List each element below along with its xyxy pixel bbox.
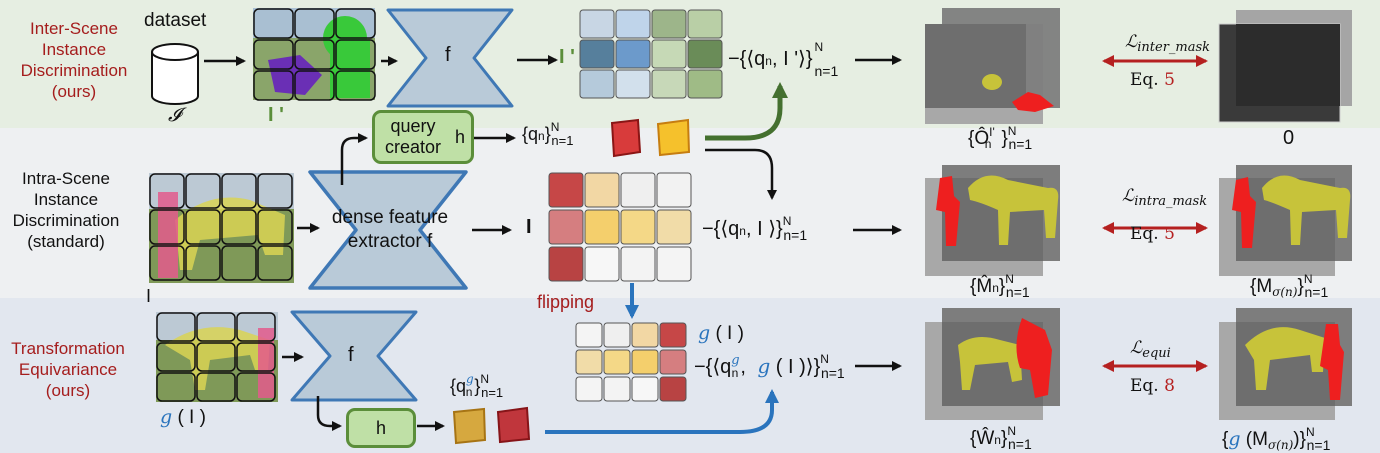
zero-target-label: 0 bbox=[1283, 127, 1295, 149]
encoder-f-top-label: f bbox=[445, 44, 451, 66]
eq-ref-equi: Eq. 8 bbox=[1130, 376, 1175, 396]
queries-middle-label: {qn}Nn=1 bbox=[522, 120, 574, 148]
arrow-flipped-queries-to-equi bbox=[545, 389, 779, 434]
target-mask-middle bbox=[1219, 165, 1352, 276]
mixed-image-label: I ' bbox=[268, 104, 284, 126]
query-tile-red bbox=[610, 118, 642, 158]
predicted-mask-bottom bbox=[925, 308, 1060, 420]
loss-intra-label: ℒintra_mask bbox=[1122, 186, 1208, 209]
flipped-queries-label: {qgn}Nn=1 bbox=[450, 372, 504, 400]
dataset-cylinder-icon bbox=[151, 43, 199, 105]
feature-middle-label: I bbox=[526, 216, 532, 238]
loss-equi-label: ℒequi bbox=[1130, 338, 1171, 361]
eq-ref-inter: Eq. 5 bbox=[1130, 70, 1175, 90]
query-tile-red-flipped bbox=[496, 406, 531, 444]
feature-top-label: I ' bbox=[559, 46, 575, 68]
arrow-queries-to-inter bbox=[705, 82, 788, 141]
encoder-f-bottom bbox=[290, 310, 418, 402]
encoder-f-top bbox=[386, 8, 514, 108]
loss-inter-label: ℒinter_mask bbox=[1125, 32, 1211, 55]
feature-grid-top bbox=[579, 9, 723, 99]
predicted-mask-bottom-label: {Ŵn}Nn=1 bbox=[970, 424, 1032, 452]
flipping-label: flipping bbox=[537, 292, 595, 312]
predicted-mask-middle bbox=[925, 165, 1060, 276]
encoder-f-bottom-label: f bbox=[348, 344, 354, 366]
flipped-image-grid bbox=[156, 312, 278, 402]
target-mask-bottom-label: {g (Mσ(n))}Nn=1 bbox=[1222, 425, 1331, 453]
arrow-encoder-to-h bbox=[316, 396, 342, 431]
eq-ref-intra: Eq. 5 bbox=[1130, 224, 1175, 244]
query-pair-middle: −{⟨qn, I ⟩}Nn=1 bbox=[702, 214, 808, 243]
feature-grid-middle bbox=[548, 172, 692, 282]
dataset-label: dataset bbox=[144, 10, 207, 31]
h-box: h bbox=[346, 408, 416, 448]
flipped-image-label: g ( I ) bbox=[160, 406, 206, 428]
query-tile-yellow bbox=[656, 118, 691, 157]
query-pair-bottom: −{⟨qgn, g ( I )⟩}Nn=1 bbox=[694, 352, 845, 381]
arrow-extractor-to-query-creator bbox=[340, 133, 368, 185]
query-tile-yellow-flipped bbox=[452, 407, 487, 445]
flipped-feature-label: g ( I ) bbox=[698, 322, 744, 344]
feature-grid-flipped bbox=[575, 322, 687, 402]
dataset-symbol: 𝓘 bbox=[168, 104, 181, 126]
input-image-label: I bbox=[146, 286, 152, 306]
arrow-queries-to-intra bbox=[705, 148, 777, 200]
input-image-grid bbox=[149, 173, 294, 283]
dense-feature-extractor bbox=[308, 170, 468, 290]
target-mask-bottom bbox=[1219, 308, 1352, 420]
mixed-image-grid bbox=[253, 8, 376, 101]
zero-target-mask bbox=[1218, 10, 1352, 123]
predicted-mask-top-label: {ÔI'n}Nn=1 bbox=[968, 124, 1033, 152]
predicted-mask-middle-label: {M̂n}Nn=1 bbox=[970, 272, 1030, 300]
predicted-mask-top bbox=[925, 8, 1060, 124]
target-mask-middle-label: {Mσ(n)}Nn=1 bbox=[1250, 272, 1329, 300]
